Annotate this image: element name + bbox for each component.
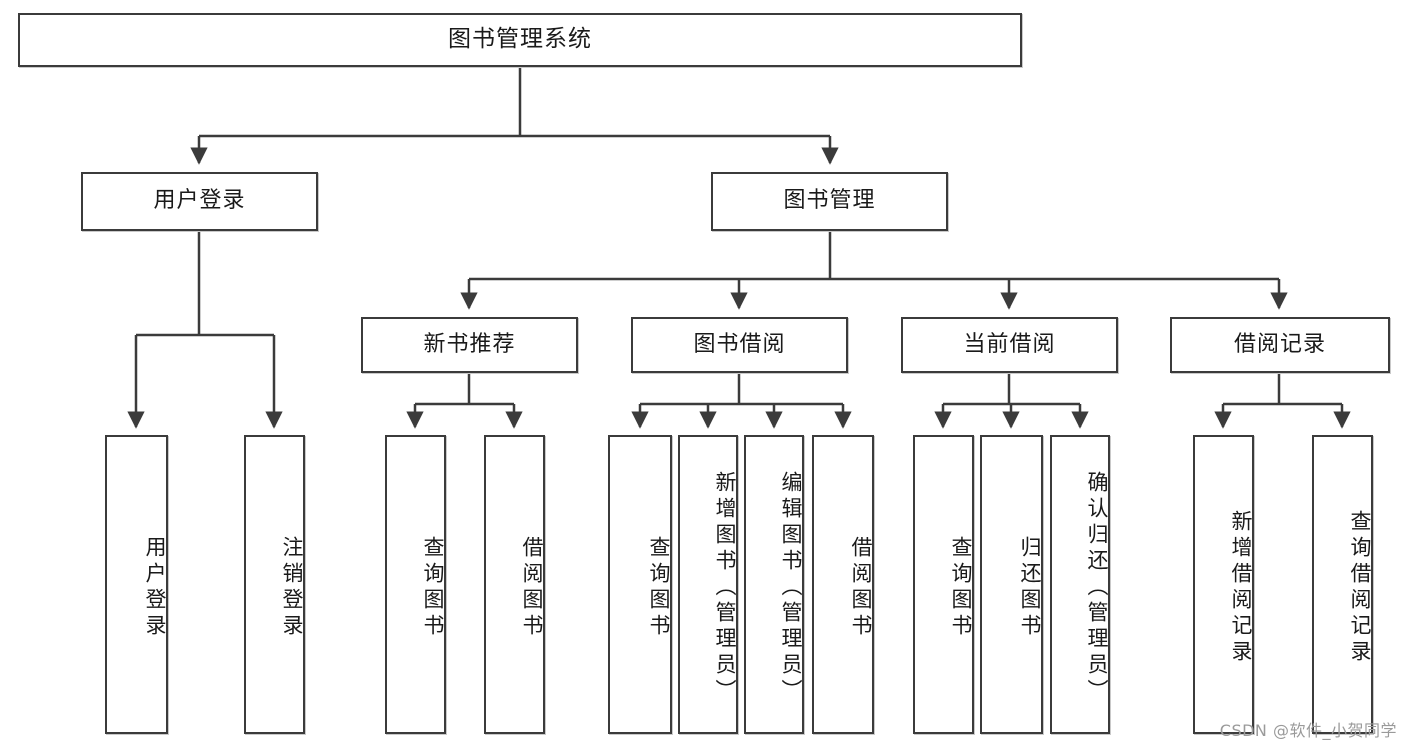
- node-leaf-borrow-borrow-book-label: 借阅图书: [849, 535, 873, 640]
- node-leaf-borrow-add-book[interactable]: 新增图书（管理员）: [678, 435, 738, 734]
- node-leaf-current-return-book-label: 归还图书: [1018, 535, 1042, 640]
- node-book-borrow[interactable]: 图书借阅: [631, 317, 848, 373]
- node-user-login-label: 用户登录: [153, 188, 246, 214]
- node-leaf-recommend-borrow-book-label: 借阅图书: [520, 535, 544, 640]
- node-leaf-user-login[interactable]: 用户登录: [105, 435, 168, 734]
- node-leaf-borrow-query-book-label: 查询图书: [647, 535, 671, 640]
- node-leaf-current-query-book[interactable]: 查询图书: [913, 435, 974, 734]
- node-leaf-user-logout[interactable]: 注销登录: [244, 435, 305, 734]
- node-leaf-user-login-label: 用户登录: [143, 535, 167, 640]
- node-book-manage-label: 图书管理: [783, 188, 876, 214]
- node-leaf-current-confirm-return-label: 确认归还（管理员）: [1085, 470, 1109, 705]
- node-leaf-current-return-book[interactable]: 归还图书: [980, 435, 1043, 734]
- node-book-borrow-label: 图书借阅: [693, 331, 786, 357]
- node-current-borrow-label: 当前借阅: [963, 331, 1056, 357]
- watermark: CSDN @软件_小贺同学: [1219, 721, 1397, 740]
- node-new-book-recommend-label: 新书推荐: [423, 331, 516, 357]
- node-leaf-borrow-add-book-label: 新增图书（管理员）: [713, 470, 737, 705]
- node-user-login[interactable]: 用户登录: [81, 172, 318, 231]
- node-leaf-current-confirm-return[interactable]: 确认归还（管理员）: [1050, 435, 1110, 734]
- node-leaf-recommend-borrow-book[interactable]: 借阅图书: [484, 435, 545, 734]
- node-new-book-recommend[interactable]: 新书推荐: [361, 317, 578, 373]
- node-book-manage[interactable]: 图书管理: [711, 172, 948, 231]
- node-root[interactable]: 图书管理系统: [18, 13, 1022, 67]
- node-root-label: 图书管理系统: [448, 26, 592, 53]
- node-leaf-borrow-query-book[interactable]: 查询图书: [608, 435, 672, 734]
- node-leaf-current-query-book-label: 查询图书: [949, 535, 973, 640]
- node-borrow-record-label: 借阅记录: [1233, 331, 1326, 357]
- node-leaf-recommend-query-book[interactable]: 查询图书: [385, 435, 446, 734]
- node-current-borrow[interactable]: 当前借阅: [901, 317, 1118, 373]
- node-borrow-record[interactable]: 借阅记录: [1170, 317, 1390, 373]
- node-leaf-borrow-borrow-book[interactable]: 借阅图书: [812, 435, 874, 734]
- node-leaf-borrow-edit-book-label: 编辑图书（管理员）: [779, 470, 803, 705]
- node-leaf-record-query-label: 查询借阅记录: [1348, 509, 1372, 666]
- node-leaf-user-logout-label: 注销登录: [280, 535, 304, 640]
- node-leaf-borrow-edit-book[interactable]: 编辑图书（管理员）: [744, 435, 804, 734]
- node-leaf-record-add[interactable]: 新增借阅记录: [1193, 435, 1254, 734]
- node-leaf-record-add-label: 新增借阅记录: [1229, 509, 1253, 666]
- node-leaf-recommend-query-book-label: 查询图书: [421, 535, 445, 640]
- node-leaf-record-query[interactable]: 查询借阅记录: [1312, 435, 1373, 734]
